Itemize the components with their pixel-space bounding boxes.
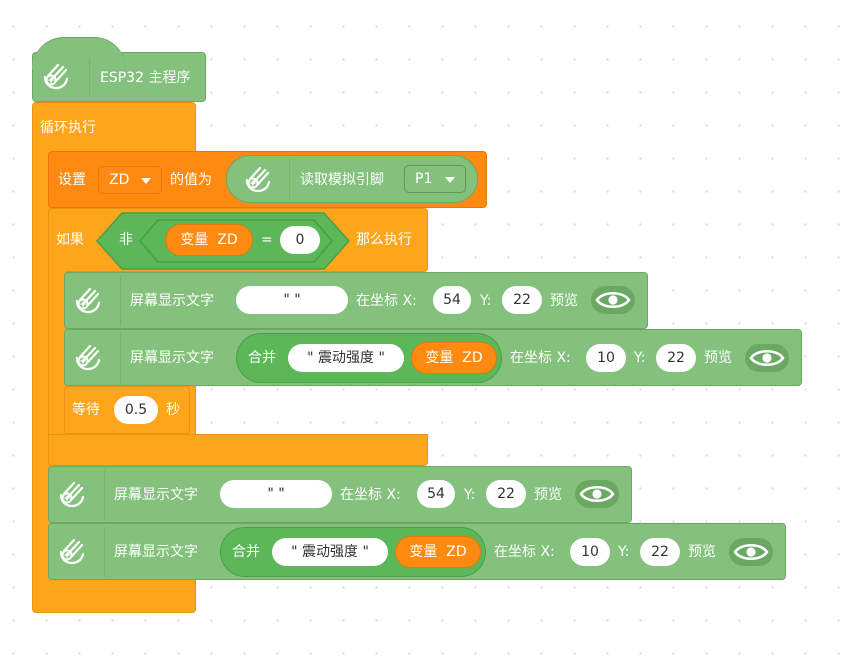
var-name: ZD: [217, 232, 238, 248]
compare-value-input[interactable]: 0: [280, 226, 320, 254]
separator: [120, 333, 121, 383]
hat-cap: [32, 37, 126, 69]
display-label: 屏幕显示文字: [114, 544, 198, 560]
loop-label: 循环执行: [40, 120, 96, 136]
preview-toggle[interactable]: [729, 538, 773, 566]
then-label: 那么执行: [356, 232, 412, 248]
var-label: 变量: [180, 232, 209, 248]
pin-dropdown-label: P1: [415, 171, 433, 187]
preview-toggle[interactable]: [575, 480, 619, 508]
separator: [289, 159, 290, 199]
y-label: Y:: [464, 487, 476, 503]
concat-label: 合并: [248, 350, 276, 366]
y-input[interactable]: 22: [640, 538, 680, 566]
display-icon: [59, 538, 85, 565]
display-text-block[interactable]: [48, 466, 632, 523]
display-label: 屏幕显示文字: [114, 487, 198, 503]
set-label: 设置: [58, 172, 86, 188]
at-x-label: 在坐标 X:: [494, 544, 555, 560]
display-icon: [59, 481, 85, 508]
display-label: 屏幕显示文字: [130, 293, 214, 309]
display-icon: [75, 344, 101, 371]
text-input[interactable]: " ": [220, 480, 332, 508]
separator: [104, 527, 105, 577]
hat-label: ESP32 主程序: [100, 70, 191, 86]
var-name: ZD: [446, 544, 467, 560]
at-x-label: 在坐标 X:: [510, 350, 571, 366]
text-zd-input[interactable]: " 震动强度 ": [288, 344, 404, 372]
y-label: Y:: [634, 350, 646, 366]
read-analog-icon: [245, 166, 271, 193]
y-label: Y:: [480, 293, 492, 309]
if-block-arm: [48, 270, 66, 438]
text-zd-input[interactable]: " 震动强度 ": [272, 538, 388, 566]
chevron-down-icon: [445, 177, 455, 183]
read-analog-label: 读取模拟引脚: [300, 172, 384, 188]
esp32-icon: [43, 63, 69, 90]
concat-label: 合并: [232, 544, 260, 560]
preview-label: 预览: [534, 487, 562, 503]
separator: [89, 58, 90, 96]
var-label: 变量: [425, 350, 454, 366]
preview-label: 预览: [688, 544, 716, 560]
separator: [120, 276, 121, 326]
chevron-down-icon: [141, 178, 151, 184]
eye-icon: [749, 349, 785, 367]
separator: [104, 470, 105, 520]
text-input[interactable]: " ": [236, 286, 348, 314]
preview-label: 预览: [704, 350, 732, 366]
pin-dropdown[interactable]: P1: [404, 165, 466, 193]
preview-toggle[interactable]: [745, 344, 789, 372]
var-name: ZD: [462, 350, 483, 366]
eye-icon: [595, 291, 631, 309]
wait-seconds-input[interactable]: 0.5: [114, 396, 158, 424]
x-input[interactable]: 10: [586, 344, 626, 372]
y-input[interactable]: 22: [656, 344, 696, 372]
display-icon: [75, 287, 101, 314]
if-block-bottom: [48, 434, 428, 466]
var-zd-reporter[interactable]: 变量 ZD: [411, 342, 497, 374]
preview-label: 预览: [550, 293, 578, 309]
var-zd-reporter[interactable]: 变量 ZD: [395, 536, 481, 568]
wait-unit-label: 秒: [166, 402, 180, 418]
wait-label: 等待: [72, 402, 100, 418]
var-label: 变量: [409, 544, 438, 560]
y-input[interactable]: 22: [486, 480, 526, 508]
var-dropdown[interactable]: ZD: [98, 166, 162, 194]
display-text-block[interactable]: [64, 272, 648, 329]
if-label: 如果: [56, 232, 84, 248]
x-input[interactable]: 10: [570, 538, 610, 566]
eye-icon: [579, 485, 615, 503]
at-x-label: 在坐标 X:: [356, 293, 417, 309]
equals-sign: =: [261, 232, 273, 248]
y-input[interactable]: 22: [502, 286, 542, 314]
display-label: 屏幕显示文字: [130, 350, 214, 366]
var-dropdown-label: ZD: [109, 172, 130, 188]
eye-icon: [733, 543, 769, 561]
y-label: Y:: [618, 544, 630, 560]
value-label: 的值为: [170, 172, 212, 188]
x-input[interactable]: 54: [433, 286, 471, 314]
x-input[interactable]: 54: [417, 480, 455, 508]
not-label: 非: [119, 232, 133, 248]
at-x-label: 在坐标 X:: [340, 487, 401, 503]
preview-toggle[interactable]: [591, 286, 635, 314]
var-zd-reporter[interactable]: 变量 ZD: [165, 224, 253, 256]
